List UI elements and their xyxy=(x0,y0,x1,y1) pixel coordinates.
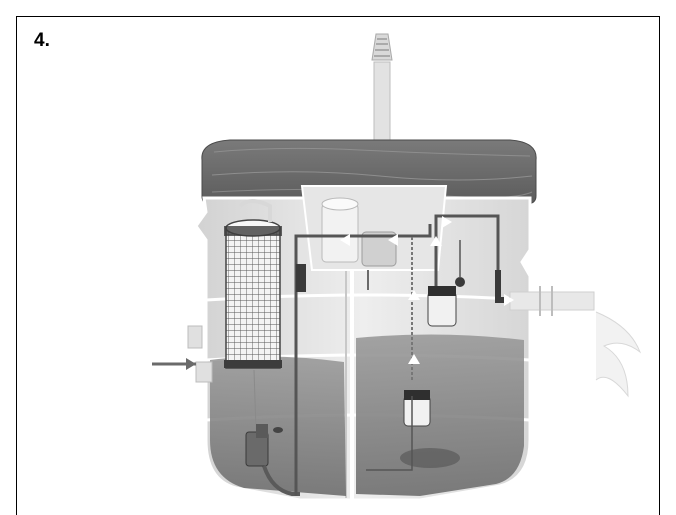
flow-arrow-icon xyxy=(442,216,452,228)
right-chamber-water xyxy=(356,334,524,496)
flow-arrow-icon xyxy=(408,354,420,364)
inlet-pipe xyxy=(187,325,213,383)
vent-pipe xyxy=(371,33,393,153)
flow-arrow-icon xyxy=(340,234,350,246)
flow-arrow-icon xyxy=(388,234,398,246)
flow-arrow-icon xyxy=(408,290,420,300)
left-submersible-pump xyxy=(245,369,300,496)
mesh-filter xyxy=(224,199,282,369)
inlet-arrow-icon xyxy=(152,358,196,370)
step-number: 4. xyxy=(34,30,50,51)
flow-arrow-icon xyxy=(504,294,514,306)
left-chamber-water xyxy=(210,356,346,496)
right-chamber-pump xyxy=(366,236,431,471)
flow-arrow-icon xyxy=(430,236,442,246)
center-distribution-box xyxy=(300,185,448,290)
left-riser-pipe xyxy=(294,224,432,496)
upper-pump xyxy=(427,214,500,327)
outlet-pipe xyxy=(495,270,642,398)
flow-arrows xyxy=(340,216,514,364)
